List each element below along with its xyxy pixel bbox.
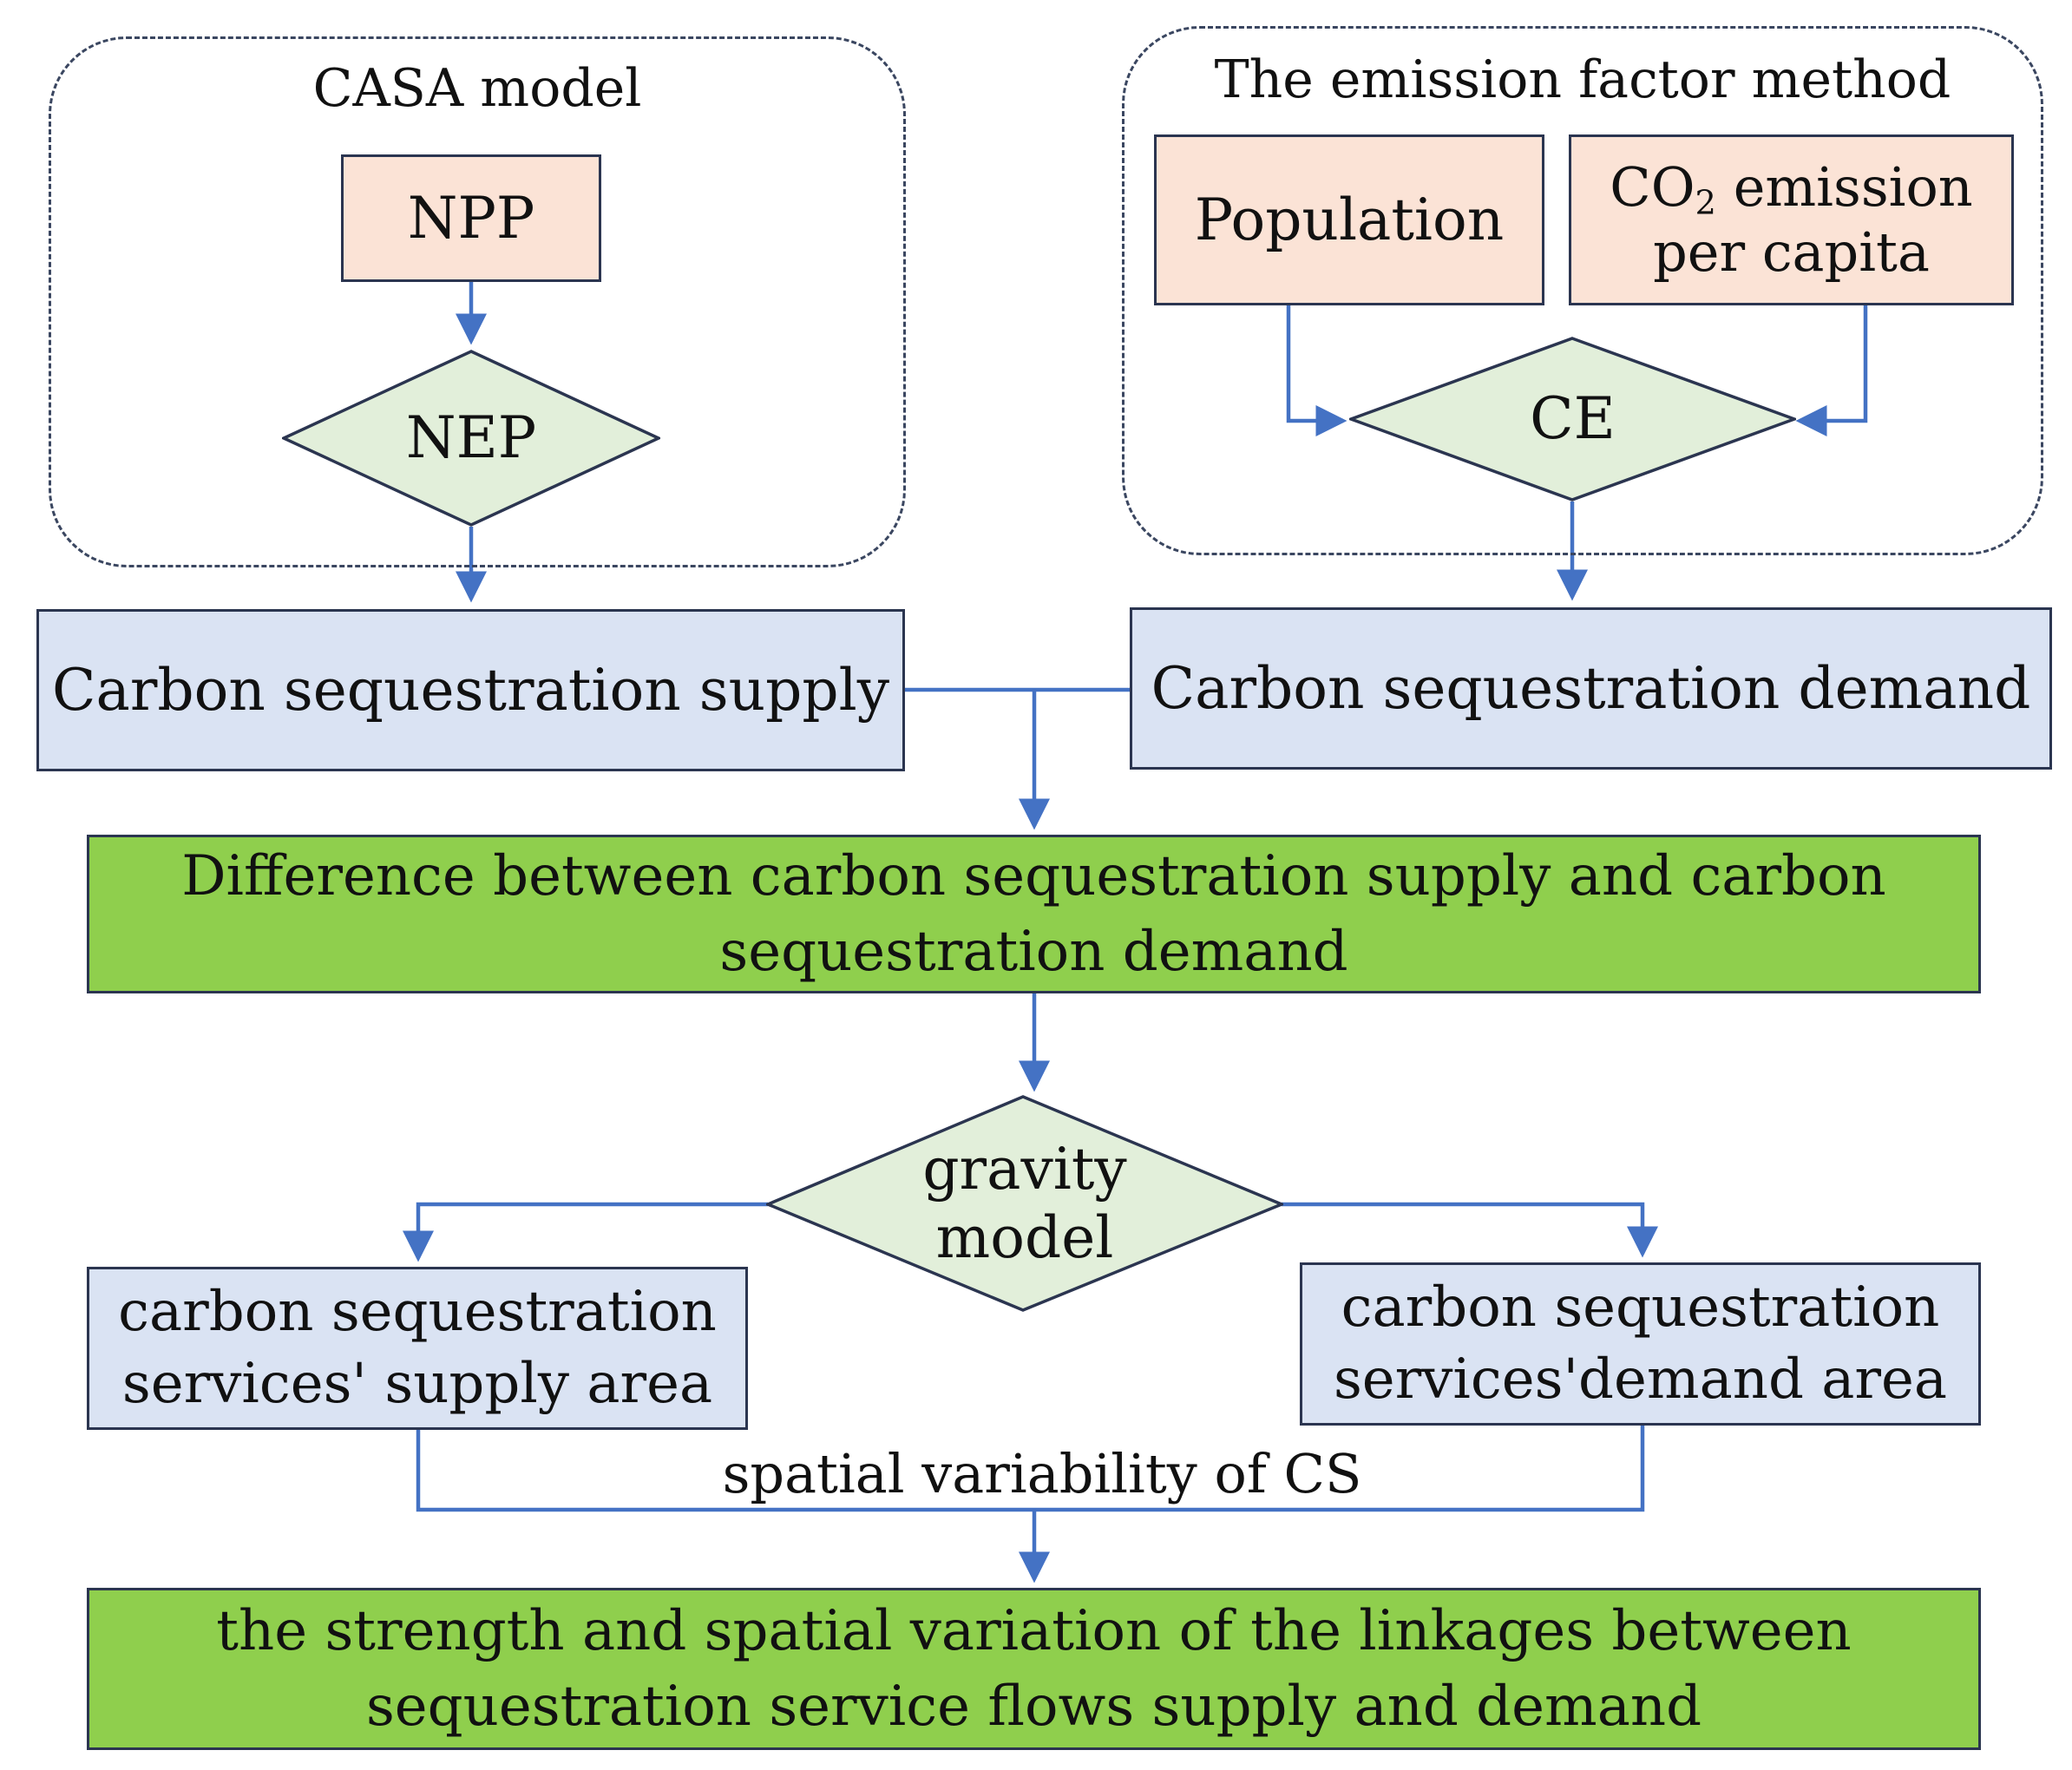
carbon-supply-box: Carbon sequestration supply xyxy=(36,609,905,771)
spatial-variability-label: spatial variability of CS xyxy=(694,1447,1390,1501)
connector-areas xyxy=(416,1426,1645,1512)
casa-model-title: CASA model xyxy=(312,58,642,119)
ce-diamond: CE xyxy=(1349,337,1796,502)
ce-label: CE xyxy=(1530,385,1616,453)
arrow-population-to-ce xyxy=(1286,305,1347,436)
population-label: Population xyxy=(1194,186,1505,253)
emission-factor-group xyxy=(1122,26,2043,555)
arrow-gravity-to-supply-area xyxy=(403,1202,768,1262)
co2-emission-box: CO2 emission per capita xyxy=(1569,134,2014,305)
gravity-diamond-shape xyxy=(766,1095,1283,1312)
emission-factor-title: The emission factor method xyxy=(1214,49,1951,110)
co2-rest: emission xyxy=(1733,155,1973,220)
difference-box: Difference between carbon sequestration … xyxy=(87,835,1981,993)
carbon-demand-box: Carbon sequestration demand xyxy=(1130,607,2052,770)
casa-model-group xyxy=(49,36,906,567)
carbon-supply-label: Carbon sequestration supply xyxy=(51,656,890,724)
demand-area-line2: services'demand area xyxy=(1333,1347,1948,1412)
ce-diamond-shape xyxy=(1349,337,1796,502)
supply-area-line1: carbon sequestration xyxy=(118,1279,717,1344)
demand-area-line1: carbon sequestration xyxy=(1341,1275,1940,1340)
nep-label: NEP xyxy=(405,404,537,472)
supply-area-box: carbon sequestration services' supply ar… xyxy=(87,1267,748,1430)
co2-prefix: CO xyxy=(1610,155,1695,220)
gravity-label-line2: model xyxy=(935,1204,1114,1271)
nep-diamond: NEP xyxy=(282,350,660,527)
population-box: Population xyxy=(1154,134,1544,305)
gravity-label-line1: gravity xyxy=(922,1135,1127,1203)
difference-label: Difference between carbon sequestration … xyxy=(181,844,1886,984)
arrow-co2-to-ce xyxy=(1795,305,1868,436)
co2-line2: per capita xyxy=(1653,220,1930,284)
nep-diamond-shape xyxy=(282,350,660,527)
co2-line1: CO2 emission xyxy=(1610,155,1973,220)
linkages-box: the strength and spatial variation of th… xyxy=(87,1588,1981,1750)
demand-area-box: carbon sequestration services'demand are… xyxy=(1300,1262,1981,1426)
npp-box: NPP xyxy=(341,154,601,282)
arrow-gravity-to-demand-area xyxy=(1282,1202,1658,1258)
gravity-model-diamond: gravity model xyxy=(766,1095,1283,1312)
npp-label: NPP xyxy=(407,184,535,252)
supply-area-line2: services' supply area xyxy=(121,1352,713,1416)
linkages-label: the strength and spatial variation of th… xyxy=(216,1599,1852,1739)
carbon-demand-label: Carbon sequestration demand xyxy=(1151,654,2031,722)
co2-subscript: 2 xyxy=(1695,183,1716,223)
